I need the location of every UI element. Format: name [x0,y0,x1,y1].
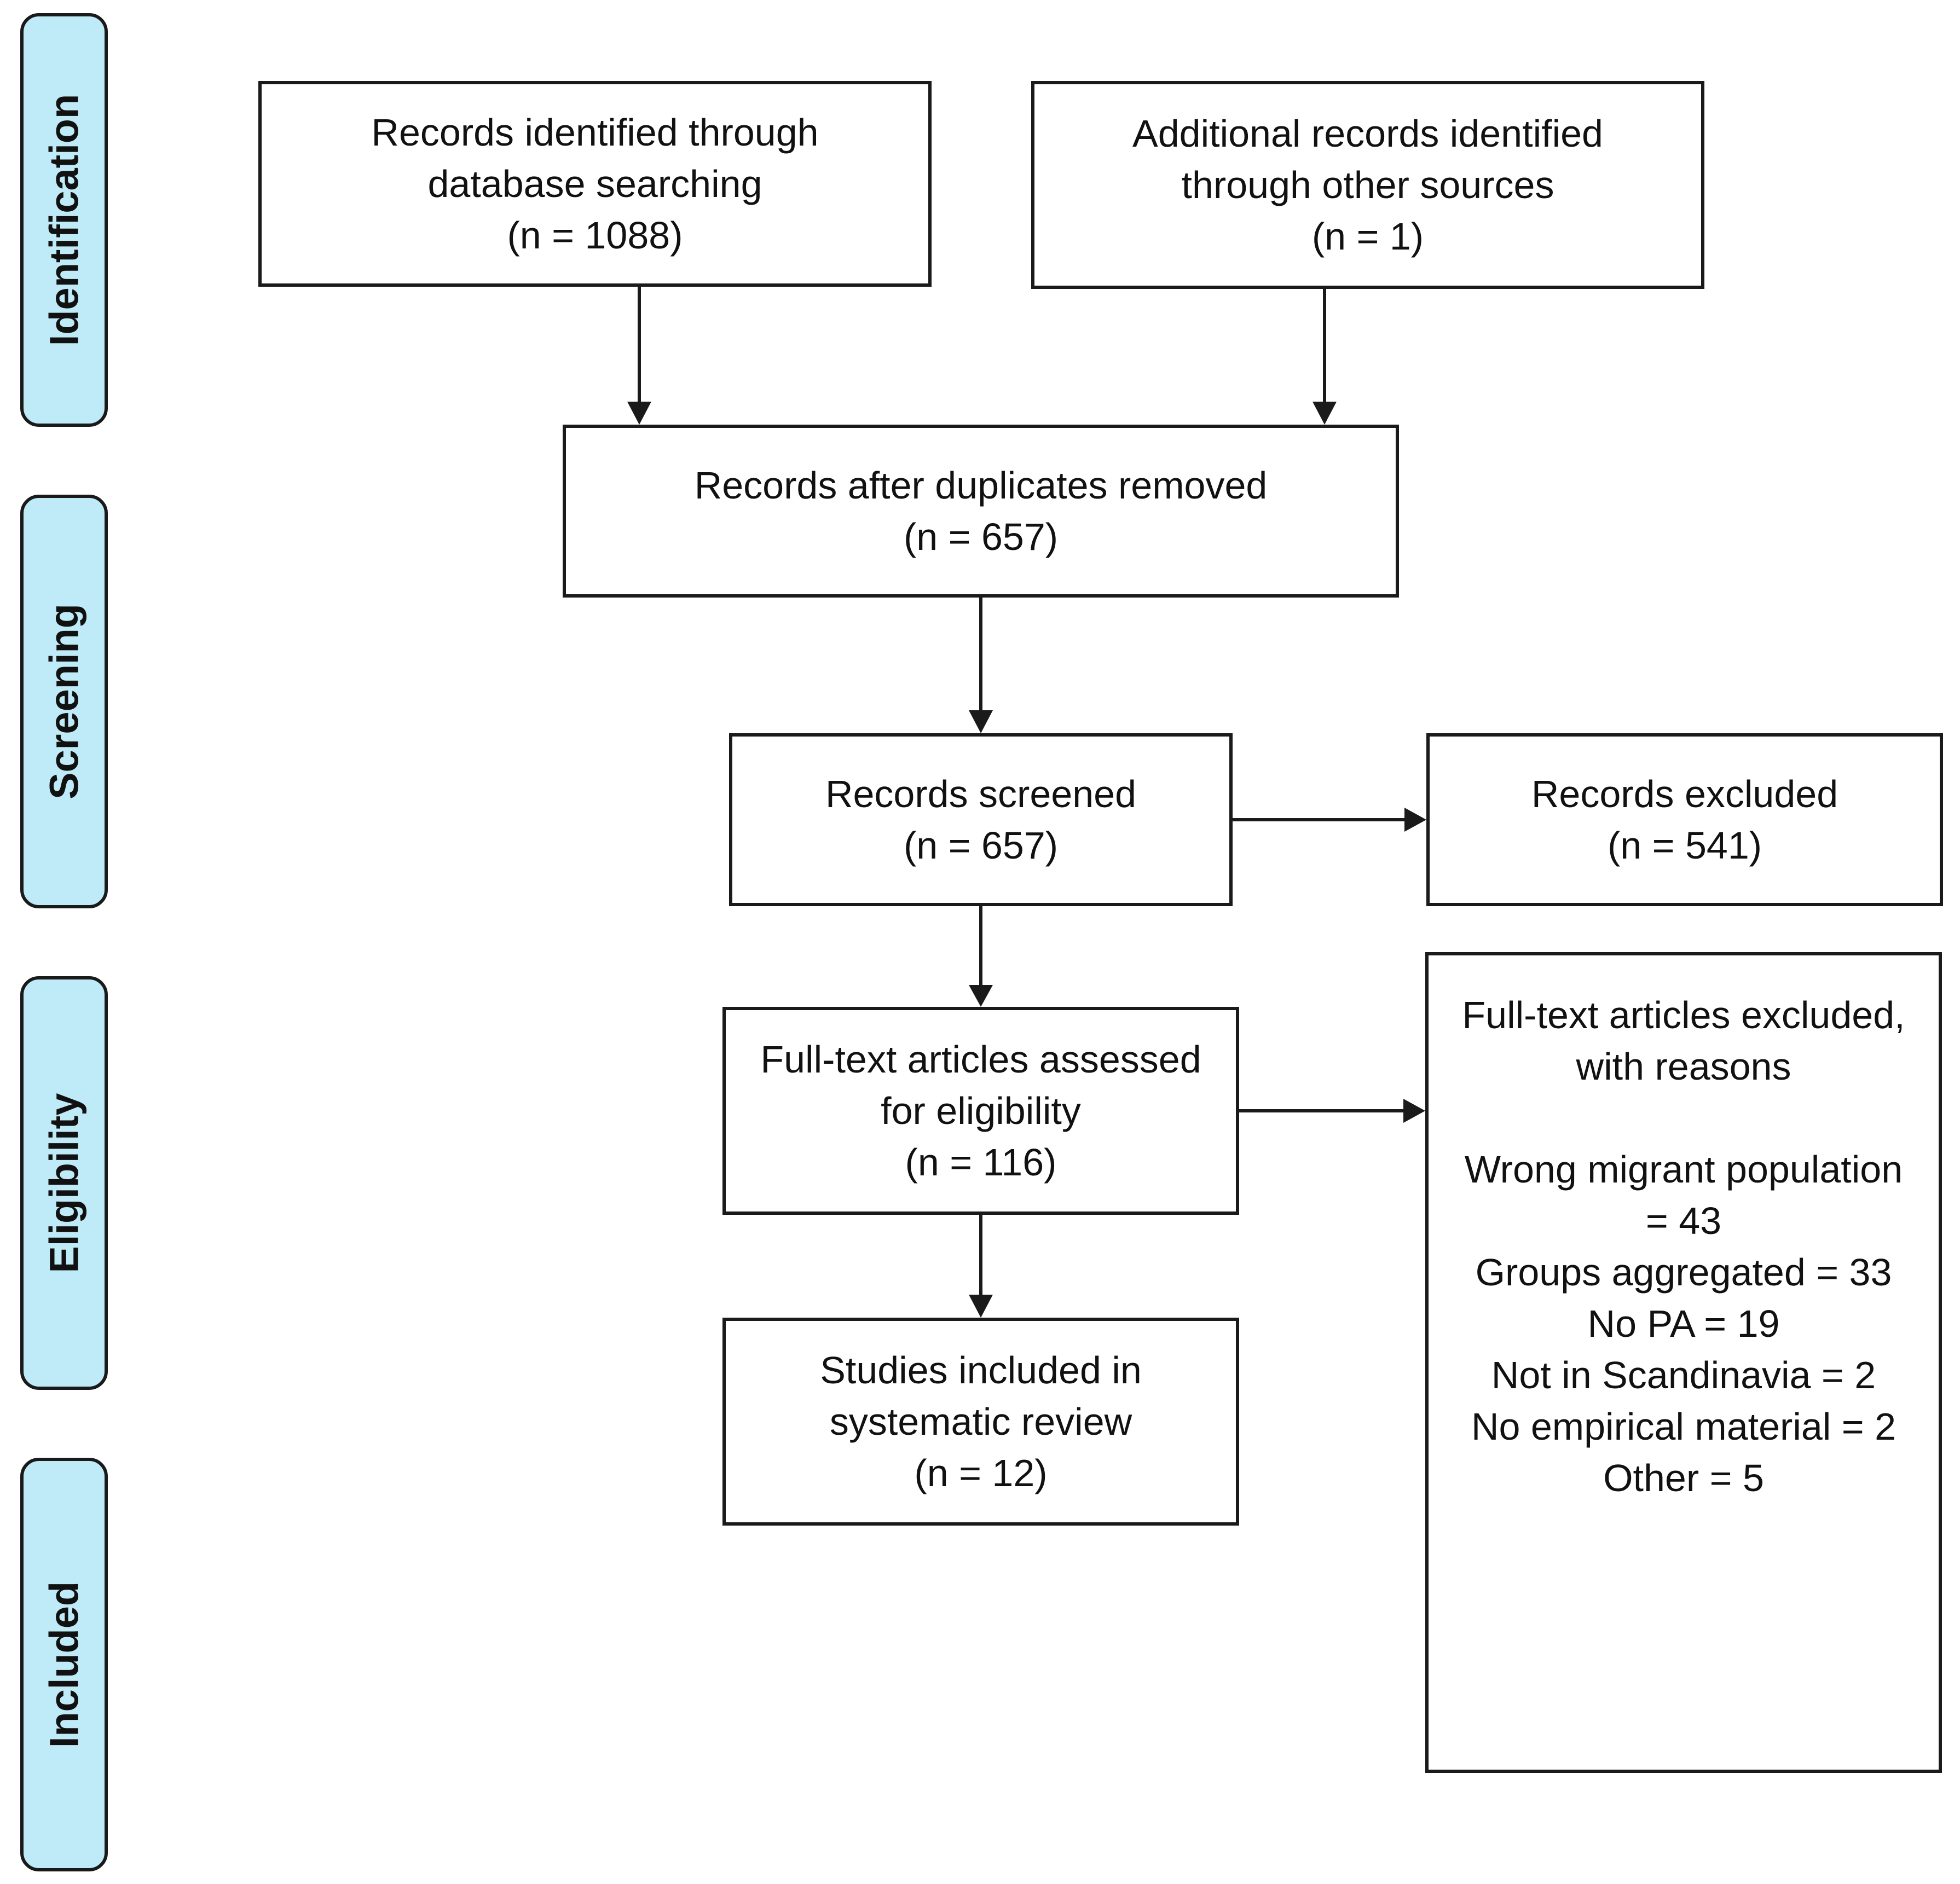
records-identified-count: (n = 1088) [507,214,683,257]
records-screened-count: (n = 657) [903,824,1059,867]
phase-eligibility-label: Eligibility [41,1093,87,1273]
arrowhead [1404,808,1426,832]
records-screened-box: Records screened (n = 657) [729,733,1233,906]
fulltext-excluded-heading2: with reasons [1576,1045,1791,1088]
additional-records-box: Additional records identified through ot… [1031,81,1704,289]
studies-included-box: Studies included in systematic review (n… [722,1318,1239,1526]
phase-included: Included [20,1458,108,1871]
records-excluded-box: Records excluded (n = 541) [1426,733,1943,906]
fulltext-assessed-box: Full-text articles assessed for eligibil… [722,1007,1239,1215]
phase-screening-label: Screening [41,604,87,799]
duplicates-removed-line1: Records after duplicates removed [694,464,1268,507]
additional-records-count: (n = 1) [1311,215,1424,258]
records-excluded-line1: Records excluded [1531,773,1838,815]
records-identified-line2: database searching [427,163,762,205]
records-excluded-count: (n = 541) [1607,824,1762,867]
arrowhead [969,985,993,1007]
records-screened-line1: Records screened [825,773,1137,815]
additional-records-line1: Additional records identified [1132,112,1603,155]
fulltext-excluded-heading1: Full-text articles excluded, [1462,994,1905,1036]
phase-eligibility: Eligibility [20,976,108,1390]
duplicates-removed-box: Records after duplicates removed (n = 65… [563,425,1399,598]
exclusion-reason: Not in Scandinavia = 2 [1491,1354,1876,1396]
exclusion-reason: No PA = 19 [1587,1302,1780,1345]
fulltext-assessed-line1: Full-text articles assessed [760,1038,1201,1081]
exclusion-reason: = 43 [1645,1199,1722,1242]
fulltext-assessed-count: (n = 116) [905,1141,1057,1184]
arrowhead [627,402,651,425]
phase-identification-label: Identification [41,94,87,346]
exclusion-reason: No empirical material = 2 [1471,1405,1897,1448]
studies-included-line1: Studies included in [820,1349,1142,1392]
records-identified-box: Records identified through database sear… [258,81,932,287]
exclusion-reason: Other = 5 [1603,1457,1764,1499]
arrowhead [969,1295,993,1318]
phase-identification: Identification [20,13,108,427]
phase-screening: Screening [20,495,108,908]
fulltext-excluded-box: Full-text articles excluded, with reason… [1425,952,1942,1773]
arrowhead [969,710,993,733]
additional-records-line2: through other sources [1181,164,1554,206]
records-identified-line1: Records identified through [371,111,819,154]
phase-included-label: Included [41,1581,87,1748]
studies-included-count: (n = 12) [914,1452,1048,1494]
duplicates-removed-count: (n = 657) [903,515,1059,558]
exclusion-reason: Groups aggregated = 33 [1475,1251,1892,1294]
arrowhead [1403,1099,1425,1123]
fulltext-assessed-line2: for eligibility [881,1089,1081,1132]
studies-included-line2: systematic review [829,1400,1132,1443]
exclusion-reason: Wrong migrant population [1464,1148,1903,1191]
arrowhead [1313,402,1337,425]
